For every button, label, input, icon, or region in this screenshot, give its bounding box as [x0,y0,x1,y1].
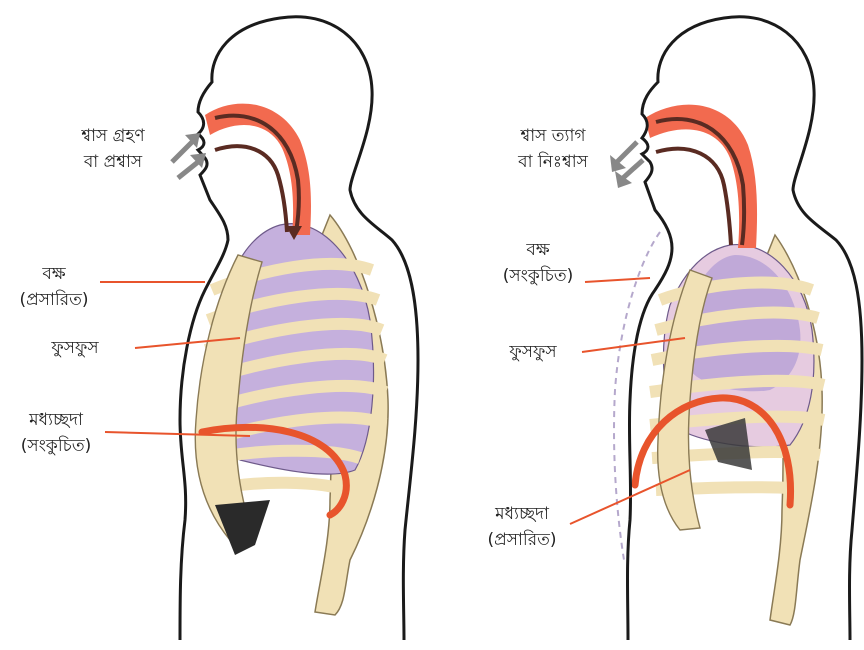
left-lung-label: ফুসফুস [20,336,130,360]
left-breath-arrows [172,133,206,178]
left-figure [100,17,418,640]
left-chest-label-2: (প্রসারিত) [8,288,100,312]
right-breath-label-2: বা নিঃশ্বাস [498,150,608,174]
right-lung-label: ফুসফুস [478,340,588,364]
left-diaphragm-label-2: (সংকুচিত) [6,434,106,458]
left-chest-label-1: বক্ষ [8,262,100,286]
right-chest-pointer [585,278,650,282]
right-diaphragm-label-2: (প্রসারিত) [472,528,572,552]
right-diaphragm-label-1: মধ্যচ্ছদা [472,502,572,526]
left-breath-label-1: শ্বাস গ্রহণ [58,124,168,148]
right-breath-arrows [610,142,643,188]
right-chest-label-2: (সংকুচিত) [488,264,588,288]
left-breath-label-2: বা প্রশ্বাস [58,150,168,174]
right-chest-label-1: বক্ষ [488,238,588,262]
right-breath-label-1: শ্বাস ত্যাগ [498,124,608,148]
right-figure [570,17,862,640]
left-airway-line-2 [215,146,287,232]
left-diaphragm-label-1: মধ্যচ্ছদা [6,408,106,432]
